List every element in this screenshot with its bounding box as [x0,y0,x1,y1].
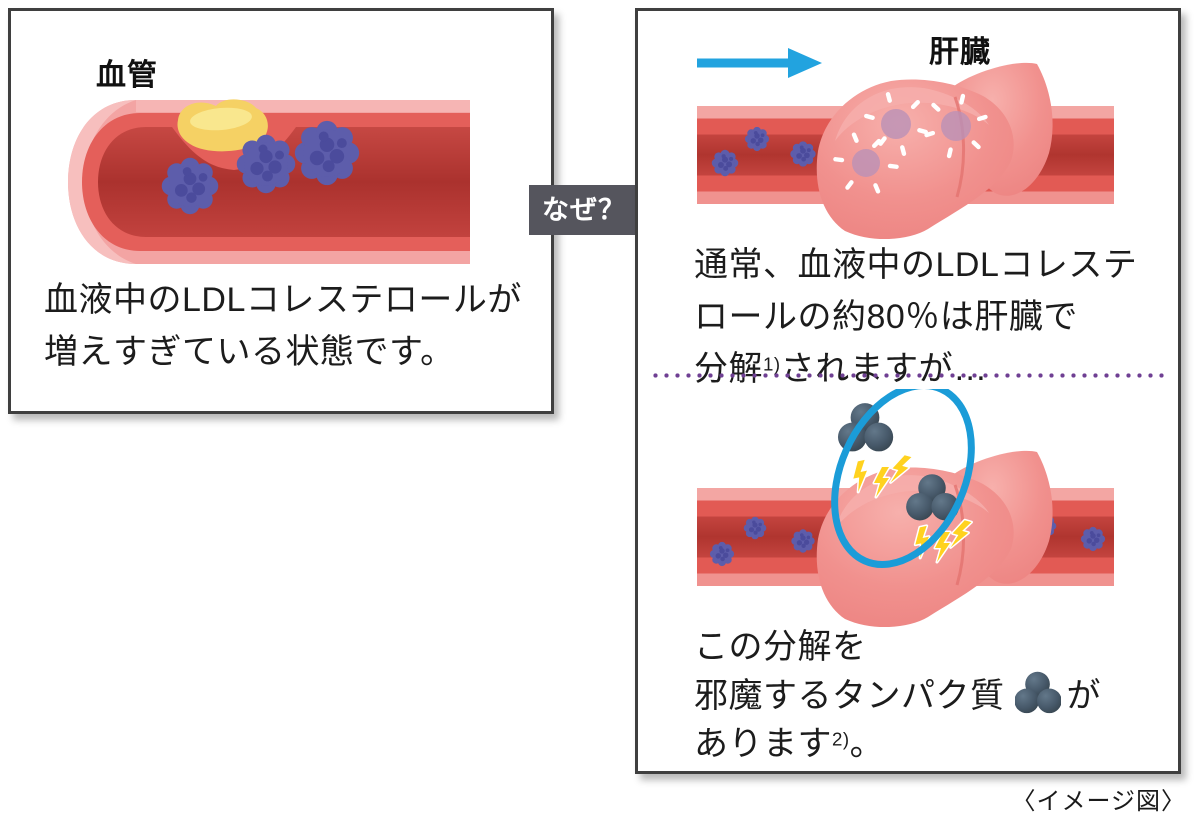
ldl-particle-icon [161,157,219,215]
ldl-particle-icon [709,541,735,567]
protein-icon [1014,671,1061,714]
left-caption: 血液中のLDLコレステロールが 増えすぎている状態です。 [44,274,522,378]
liver-icon [815,61,1055,241]
reference-superscript: 1) [763,353,781,375]
highlight-ellipse-icon [831,389,975,568]
liver-breakdown-illustration [697,61,1114,241]
dissolving-ldl-particle [941,111,971,141]
dissolving-ldl-particle [852,149,880,177]
ldl-particle-icon [236,134,296,194]
blood-vessel-illustration [68,99,470,264]
ldl-particle-icon [1080,526,1106,552]
ldl-particle-icon [744,126,770,152]
vessel-label: 血管 [96,59,158,92]
vessel-left-rim-highlight [68,100,136,264]
reference-superscript: 2) [832,728,850,750]
panel-blood-vessel-state: 血管 [8,8,554,414]
blocked-breakdown-illustration [697,389,1114,629]
plaque-highlight [190,107,252,131]
caption-line: 通常、血液中のLDLコレステ [694,246,1138,284]
caption-line: 血液中のLDLコレステロールが [44,281,522,319]
dissolving-ldl-particle [881,109,911,139]
bottom-caption: この分解を 邪魔するタンパク質が あります2)。 [694,623,1101,768]
image-disclaimer-note: 〈イメージ図〉 [1011,788,1186,815]
ldl-particle-icon [743,516,767,540]
top-caption: 通常、血液中のLDLコレステ ロールの約80％は肝臓で 分解1)されますが… [694,239,1137,395]
ldl-particle-icon [790,141,816,167]
dotted-divider [653,373,1170,378]
ldl-particle-icon [711,149,739,177]
why-arrow-label: なぜ？ [542,195,626,225]
ldl-particle-icon [294,120,360,186]
panel-liver-breakdown: 肝臓 通常、血液中のLDLコレステ ロールの約80％は肝臓で 分解1)されますが… [635,8,1181,774]
caption-line: ロールの約80％は肝臓で [694,298,1078,336]
caption-line: 邪魔するタンパク質が [694,671,1101,720]
ldl-particle-icon [791,529,815,553]
caption-line: 分解1)されますが… [694,350,988,388]
caption-line: この分解を [694,628,867,666]
flow-arrow-icon [697,48,822,78]
caption-line: あります2)。 [694,725,885,763]
caption-line: 増えすぎている状態です。 [44,333,455,371]
liver-label: 肝臓 [929,36,991,69]
